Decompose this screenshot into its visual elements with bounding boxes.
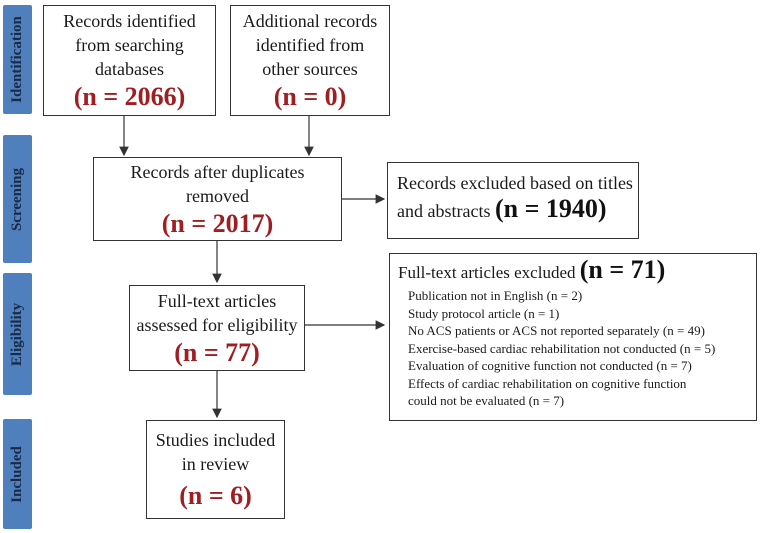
other-line-3: other sources xyxy=(262,59,358,79)
other-count: (n = 0) xyxy=(273,82,347,111)
included-count: (n = 6) xyxy=(179,481,252,510)
after-duplicates-line-1: Records after duplicates xyxy=(130,162,305,182)
records-excluded-line-2: and abstracts xyxy=(397,201,491,221)
box-records-excluded: Records excluded based on titles and abs… xyxy=(387,162,639,239)
box-fulltext-assessed: Full-text articles assessed for eligibil… xyxy=(129,285,305,371)
fulltext-excluded-count: (n = 71) xyxy=(579,255,666,284)
exclusion-reason: Exercise-based cardiac rehabilitation no… xyxy=(408,340,716,356)
after-duplicates-line-2: removed xyxy=(186,186,249,206)
exclusion-reason: could not be evaluated (n = 7) xyxy=(408,393,565,408)
included-line-1: Studies included xyxy=(155,430,276,450)
box-records-after-duplicates: Records after duplicates removed (n = 20… xyxy=(93,157,342,241)
exclusion-reason: Effects of cardiac rehabilitation on cog… xyxy=(408,375,687,391)
exclusion-reason: Study protocol article (n = 1) xyxy=(408,305,560,321)
assessed-count: (n = 77) xyxy=(174,338,260,367)
included-line-2: in review xyxy=(181,454,250,474)
fulltext-excluded-title-wrap: Full-text articles excluded (n = 71) xyxy=(398,255,756,285)
databases-line-3: databases xyxy=(95,59,164,79)
box-additional-records: Additional records identified from other… xyxy=(230,5,390,116)
databases-line-2: from searching xyxy=(75,35,184,55)
records-excluded-line-1: Records excluded based on titles xyxy=(397,173,633,193)
exclusion-reasons-list: Publication not in English (n = 2) Study… xyxy=(398,287,756,410)
box-studies-included: Studies included in review (n = 6) xyxy=(146,420,285,519)
box-records-identified-databases: Records identified from searching databa… xyxy=(43,5,216,116)
assessed-line-2: assessed for eligibility xyxy=(136,315,298,335)
records-excluded-line-2-wrap: and abstracts (n = 1940) xyxy=(397,194,638,223)
records-excluded-count: (n = 1940) xyxy=(494,194,607,223)
box-fulltext-excluded: Full-text articles excluded (n = 71) Pub… xyxy=(389,253,757,421)
other-line-1: Additional records xyxy=(242,11,378,31)
phase-included: Included xyxy=(3,419,32,529)
exclusion-reason: No ACS patients or ACS not reported sepa… xyxy=(408,323,705,338)
exclusion-reason: Publication not in English (n = 2) xyxy=(408,288,583,303)
databases-line-1: Records identified xyxy=(63,11,196,31)
phase-eligibility: Eligibility xyxy=(3,273,32,395)
after-duplicates-count: (n = 2017) xyxy=(161,209,274,238)
exclusion-reason: Evaluation of cognitive function not con… xyxy=(408,358,692,373)
phase-screening: Screening xyxy=(3,135,32,263)
assessed-line-1: Full-text articles xyxy=(157,291,277,311)
fulltext-excluded-title: Full-text articles excluded xyxy=(398,263,576,282)
other-line-2: identified from xyxy=(255,35,365,55)
databases-count: (n = 2066) xyxy=(73,82,186,111)
phase-identification: Identification xyxy=(3,5,32,114)
